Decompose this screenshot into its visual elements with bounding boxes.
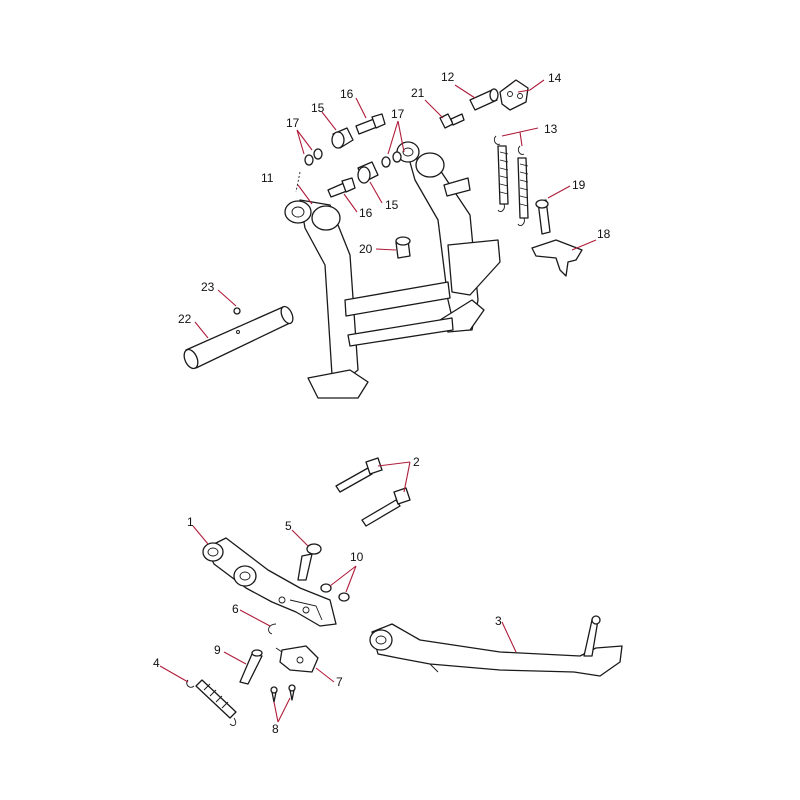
- callout-18: 18: [597, 227, 611, 241]
- leader-lines: [159, 79, 597, 723]
- centre-stand-frame: [284, 141, 501, 399]
- callout-15-upper: 15: [311, 101, 325, 115]
- side-stand-bracket-part-1: [202, 537, 337, 627]
- callout-11: 11: [261, 171, 274, 185]
- callout-3: 3: [495, 614, 502, 628]
- callout-19: 19: [572, 178, 586, 192]
- callout-5: 5: [285, 519, 292, 533]
- callout-14: 14: [548, 71, 562, 85]
- callout-4: 4: [153, 656, 160, 670]
- callout-2: 2: [413, 455, 420, 469]
- callout-10: 10: [350, 550, 364, 564]
- bolt-lower-part-16: [327, 177, 356, 198]
- bolts-part-2: [335, 457, 411, 527]
- springs-part-13: [493, 135, 529, 227]
- bracket-part-18: [531, 239, 583, 277]
- callout-13: 13: [544, 122, 558, 136]
- callout-17-left: 17: [286, 116, 300, 130]
- grease-nipple-part-23: [233, 307, 241, 315]
- pin-part-9: [239, 649, 263, 685]
- bush-left-part-15: [331, 127, 354, 149]
- callout-8: 8: [272, 722, 279, 736]
- switch-part-7: [275, 645, 319, 673]
- pin-part-12: [469, 88, 499, 111]
- callout-15-lower: 15: [385, 198, 399, 212]
- callout-labels: 11 12 13 14 15 15 16 16 17 17 18 19 20 2…: [153, 70, 611, 736]
- callout-16-lower: 16: [359, 206, 373, 220]
- bolt-part-5: [297, 543, 322, 581]
- nuts-part-10: [320, 583, 350, 602]
- rubber-stop-part-20: [395, 236, 411, 259]
- callout-22: 22: [178, 312, 192, 326]
- callout-16-upper: 16: [340, 87, 354, 101]
- o-rings-left-part-17: [295, 148, 323, 193]
- bolt-upper-part-16: [355, 113, 386, 135]
- callout-7: 7: [336, 675, 343, 689]
- o-rings-right-part-17: [381, 151, 402, 168]
- callout-17-right: 17: [391, 107, 405, 121]
- callout-12: 12: [441, 70, 455, 84]
- bolt-part-21: [439, 113, 465, 129]
- callout-23: 23: [201, 280, 215, 294]
- spring-part-4: [186, 679, 237, 727]
- callout-6: 6: [232, 602, 239, 616]
- side-stand-leg-part-3: [369, 615, 623, 677]
- callout-1: 1: [187, 515, 194, 529]
- bolt-part-19: [535, 199, 551, 235]
- stand-tube-part-22: [183, 305, 294, 370]
- screws-part-8: [270, 684, 296, 703]
- plate-part-14: [499, 79, 529, 111]
- callout-21: 21: [411, 86, 425, 100]
- callout-9: 9: [214, 643, 221, 657]
- circlip-part-6: [268, 623, 277, 635]
- callout-20: 20: [359, 242, 373, 256]
- bush-right-part-15: [357, 161, 379, 184]
